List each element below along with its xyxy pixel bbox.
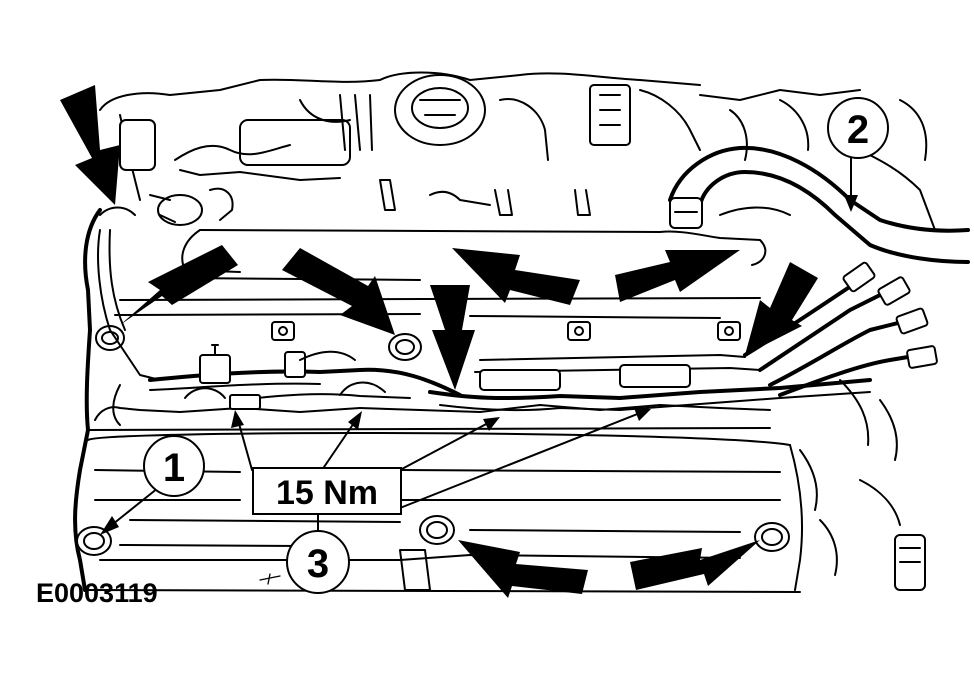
cover-bolts xyxy=(76,321,790,556)
arrow-icon xyxy=(430,285,475,390)
bolt-icon xyxy=(76,526,112,556)
breather-hose xyxy=(668,145,970,264)
bolt-icon xyxy=(95,325,125,351)
callout-circle xyxy=(143,435,205,497)
callout-3-number: 3 xyxy=(307,542,329,586)
figure-id: E0003119 xyxy=(36,578,158,608)
callout-1: 1 xyxy=(143,435,205,497)
callout-2: 2 xyxy=(827,97,889,159)
arrow-icon xyxy=(458,540,588,598)
wiring-harness xyxy=(97,229,872,426)
callout-arrows xyxy=(60,85,818,598)
cylinder-head-cover xyxy=(73,206,803,593)
arrow-icon xyxy=(120,245,238,325)
callout-1-number: 1 xyxy=(163,446,185,490)
torque-label: 15 Nm xyxy=(252,467,402,515)
arrow-icon xyxy=(745,262,818,355)
arrow-icon xyxy=(282,248,395,335)
torque-box xyxy=(252,467,402,515)
callout-2-number: 2 xyxy=(847,108,869,152)
torque-value: 15 Nm xyxy=(276,474,378,512)
leader-lines xyxy=(100,157,858,535)
upper-engine-detail xyxy=(99,71,936,231)
arrow-icon xyxy=(630,540,760,590)
arrow-icon xyxy=(452,248,580,305)
arrow-icon xyxy=(60,85,120,205)
callout-circle xyxy=(827,97,889,159)
bolt-icon xyxy=(419,515,455,545)
bolt-icon xyxy=(754,522,790,552)
arrow-icon xyxy=(615,250,740,302)
callout-circle xyxy=(286,530,350,594)
callout-3: 3 xyxy=(286,530,350,594)
bolt-icon xyxy=(388,333,422,361)
